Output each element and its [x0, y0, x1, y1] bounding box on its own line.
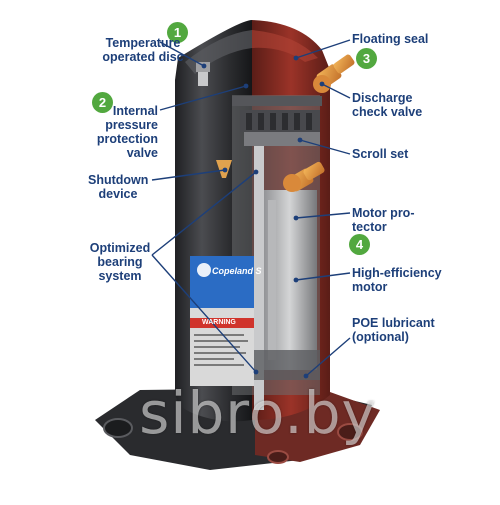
label-discharge-valve: Discharge check valve: [352, 91, 423, 119]
product-label: [190, 256, 254, 386]
leader-temperature: [159, 41, 205, 67]
label-floating-seal: Floating seal: [352, 32, 429, 46]
label-motor-protector: Motor pro- tector: [352, 206, 415, 234]
label-temperature-disc: Temperature operated disc: [102, 36, 184, 64]
leader-bearing: [151, 171, 257, 256]
leader-poe: [305, 337, 351, 377]
leader-shutdown: [151, 169, 226, 181]
badge-4: 4: [349, 234, 370, 255]
label-motor: High-efficiency motor: [352, 266, 442, 294]
brand-text: Copeland S: [212, 266, 262, 276]
warning-text: WARNING: [202, 319, 236, 326]
leader-motor-protector: [295, 212, 351, 219]
watermark: sibro.by: [139, 379, 377, 447]
leader-endpoints: [201, 55, 325, 379]
leader-scroll: [299, 139, 351, 155]
leader-internal-valve: [159, 85, 247, 111]
leader-discharge: [321, 83, 351, 99]
suction-fitting: [283, 161, 325, 192]
leader-bearing-2: [151, 254, 257, 373]
label-internal-valve: Internal pressure protection valve: [96, 104, 158, 160]
leader-lines: [151, 39, 351, 377]
badge-3: 3: [356, 48, 377, 69]
badge-2: 2: [92, 92, 113, 113]
leader-floating-seal: [295, 39, 351, 59]
badge-1: 1: [167, 22, 188, 43]
label-poe: POE lubricant (optional): [352, 316, 435, 344]
label-bearing: Optimized bearing system: [89, 241, 151, 283]
label-shutdown: Shutdown device: [88, 173, 149, 201]
leader-motor: [295, 272, 351, 281]
label-scroll-set: Scroll set: [352, 147, 409, 161]
